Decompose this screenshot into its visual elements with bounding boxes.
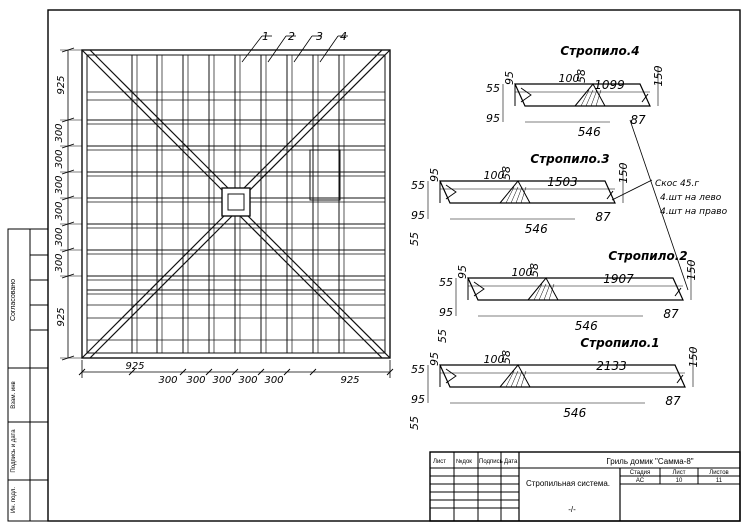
rafter-dim: 546 [525,222,548,236]
rafter-dim: 95 [428,352,441,366]
tb-dash: -/- [568,505,576,514]
bottom-dim-label: 925 [340,375,359,386]
rafter-dim: 58 [500,166,513,180]
rafter-title: Стропило.4 [560,44,639,58]
rafter-dim: 58 [575,69,588,83]
note-leaders [611,119,689,291]
rafter-title: Стропило.3 [530,152,609,166]
tb-head-date: Дата [504,459,518,465]
tb-sheet: 10 [676,478,683,484]
rafter-dim: 100 [484,169,505,182]
callout-4: 4 [340,30,347,43]
bottom-dim-label: 300 [186,375,205,386]
rafter-dim: 55 [436,329,449,343]
bottom-dim-label: 300 [264,375,283,386]
rafter-dim: 95 [439,306,453,319]
rafter-dim: 55 [486,82,500,95]
rafter-dim: 150 [652,66,665,87]
rafter-dim: 150 [687,347,700,368]
rafter-dim: 95 [411,393,425,406]
note-line-1: Скос 45.г [655,179,699,189]
left-dim-label: 925 [56,75,67,94]
tb-sheet-label: Лист [672,470,685,476]
rafter-dim: 100 [484,353,505,366]
rafter-dim: 95 [503,71,516,85]
left-dim-label: 300 [54,253,65,272]
callout-1: 1 [262,30,269,43]
left-dim-label: 300 [54,123,65,142]
rafter-dim: 87 [595,210,611,224]
stamp-sign-date: Подпись и дата [11,429,17,473]
left-dim-label: 925 [56,307,67,326]
tb-stage-label: Стадия [630,470,650,476]
rafter-dim: 95 [428,168,441,182]
bottom-dim-label: 300 [158,375,177,386]
rafter-dim: 100 [559,72,580,85]
tb-name: Стропильная система. [526,479,610,488]
rafter-dim: 58 [528,263,541,277]
rafter-dim: 87 [663,307,679,321]
rafter-dim: 55 [411,179,425,192]
rafter-dim: 95 [456,265,469,279]
bottom-dim-label: 300 [238,375,257,386]
rafter-dim: 55 [408,232,421,246]
callout-2: 2 [288,30,295,43]
tb-project: Гриль домик "Самма-8" [606,457,693,466]
rafter-dim: 95 [486,112,500,125]
sheet-frame [47,9,741,522]
left-dim-label: 300 [54,175,65,194]
rafter-dim: 150 [685,260,698,281]
tb-head-doc: №док [456,458,472,465]
bottom-dim-label: 300 [212,375,231,386]
rafter-dim: 95 [411,209,425,222]
rafter-dim: 100 [512,266,533,279]
rafter-dim: 55 [411,363,425,376]
rafter-dim: 546 [575,319,598,333]
left-dim-label: 300 [54,149,65,168]
bottom-dim-label: 925 [125,361,144,372]
rafter-title: Стропило.1 [580,336,659,350]
roof-plan [81,49,391,359]
rafter-dim: 150 [617,163,630,184]
rafter-dim: 87 [665,394,681,408]
bottom-dim-line [81,360,391,378]
rafter-dim: 55 [408,416,421,430]
tb-head-list: Лист [433,459,446,465]
rafter-title: Стропило.2 [608,249,687,263]
stamp-inv-no: Ин. подл. [11,487,17,513]
rafter-dim: 1907 [603,272,634,286]
tb-stage: АС [636,478,645,484]
tb-head-sign: Подпись [479,459,503,465]
side-stamp [7,228,49,522]
title-block [429,451,741,522]
rafter-dim: 87 [630,113,646,127]
tb-sheets-label: Листов [709,470,729,476]
stamp-agreed: Согласовано [10,279,17,321]
note-line-2: 4.шт на лево [660,193,722,203]
left-dim-label: 300 [54,227,65,246]
note-line-3: 4.шт на право [660,207,728,217]
rafter-dim: 546 [578,125,601,139]
rafter-dim: 58 [500,350,513,364]
callout-3: 3 [316,30,323,43]
tb-sheets: 11 [716,478,723,484]
rafter-dim: 1099 [594,78,625,92]
stamp-inv: Взам. инв [11,381,17,408]
rafter-dim: 2133 [596,359,627,373]
left-dim-label: 300 [54,201,65,220]
rafter-dim: 1503 [547,175,578,189]
rafter-dim: 55 [439,276,453,289]
rafter-dim: 546 [563,406,586,420]
callouts [241,35,348,63]
